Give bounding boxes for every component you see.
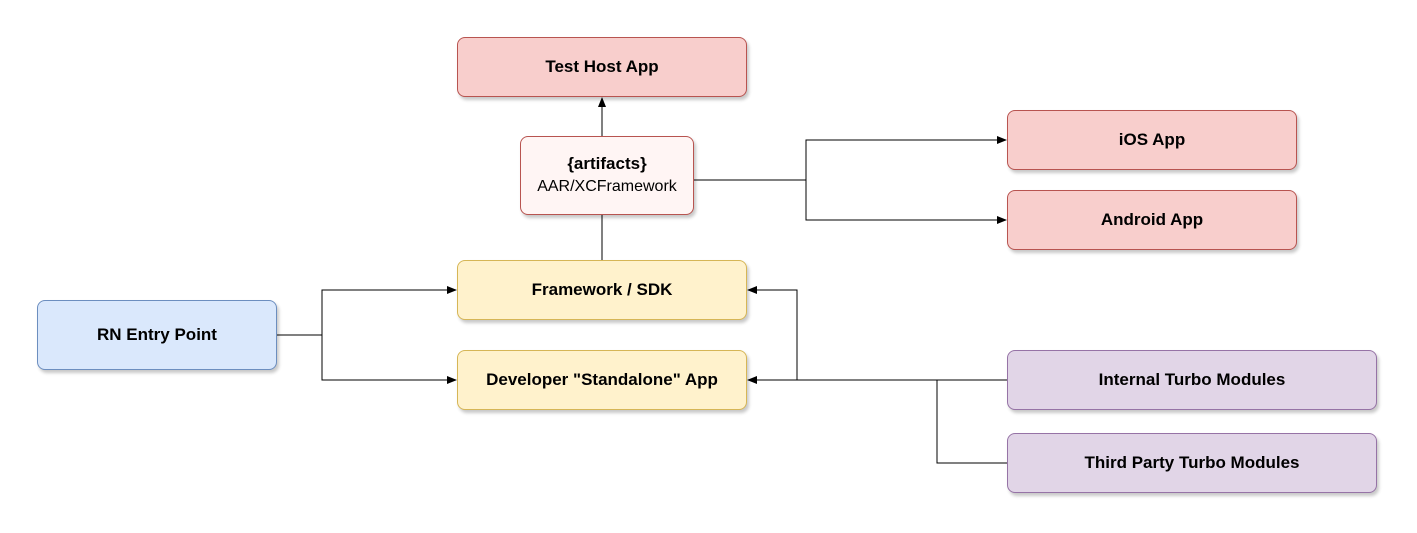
- standalone-app-node: Developer "Standalone" App: [457, 350, 747, 410]
- framework-sdk-node: Framework / SDK: [457, 260, 747, 320]
- framework-sdk-label: Framework / SDK: [531, 279, 673, 299]
- internal-turbo-modules-node: Internal Turbo Modules: [1007, 350, 1377, 410]
- test-host-app-node: Test Host App: [457, 37, 747, 97]
- android-app-label: Android App: [1100, 209, 1204, 229]
- third-party-turbo-modules-label: Third Party Turbo Modules: [1084, 452, 1300, 472]
- ios-app-label: iOS App: [1118, 129, 1186, 149]
- rn-entry-point-label: RN Entry Point: [97, 324, 217, 344]
- internal-turbo-modules-label: Internal Turbo Modules: [1098, 369, 1286, 389]
- artifacts-subtitle: AAR/XCFramework: [537, 178, 677, 196]
- rn-entry-point-node: RN Entry Point: [37, 300, 277, 370]
- test-host-app-label: Test Host App: [545, 56, 659, 76]
- connector-thirdparty-bus: [936, 380, 1007, 464]
- android-app-node: Android App: [1007, 190, 1297, 250]
- connector-rnentry-framework: [277, 286, 457, 336]
- standalone-app-label: Developer "Standalone" App: [486, 369, 718, 389]
- connector-rnentry-standalone: [321, 335, 457, 384]
- ios-app-node: iOS App: [1007, 110, 1297, 170]
- connector-artifacts-ios: [694, 136, 1007, 181]
- artifacts-node: {artifacts} AAR/XCFramework: [520, 136, 694, 215]
- third-party-turbo-modules-node: Third Party Turbo Modules: [1007, 433, 1377, 493]
- connector-artifacts-android: [805, 180, 1007, 224]
- connector-turbo-framework: [747, 286, 798, 380]
- artifacts-title: {artifacts}: [567, 154, 647, 174]
